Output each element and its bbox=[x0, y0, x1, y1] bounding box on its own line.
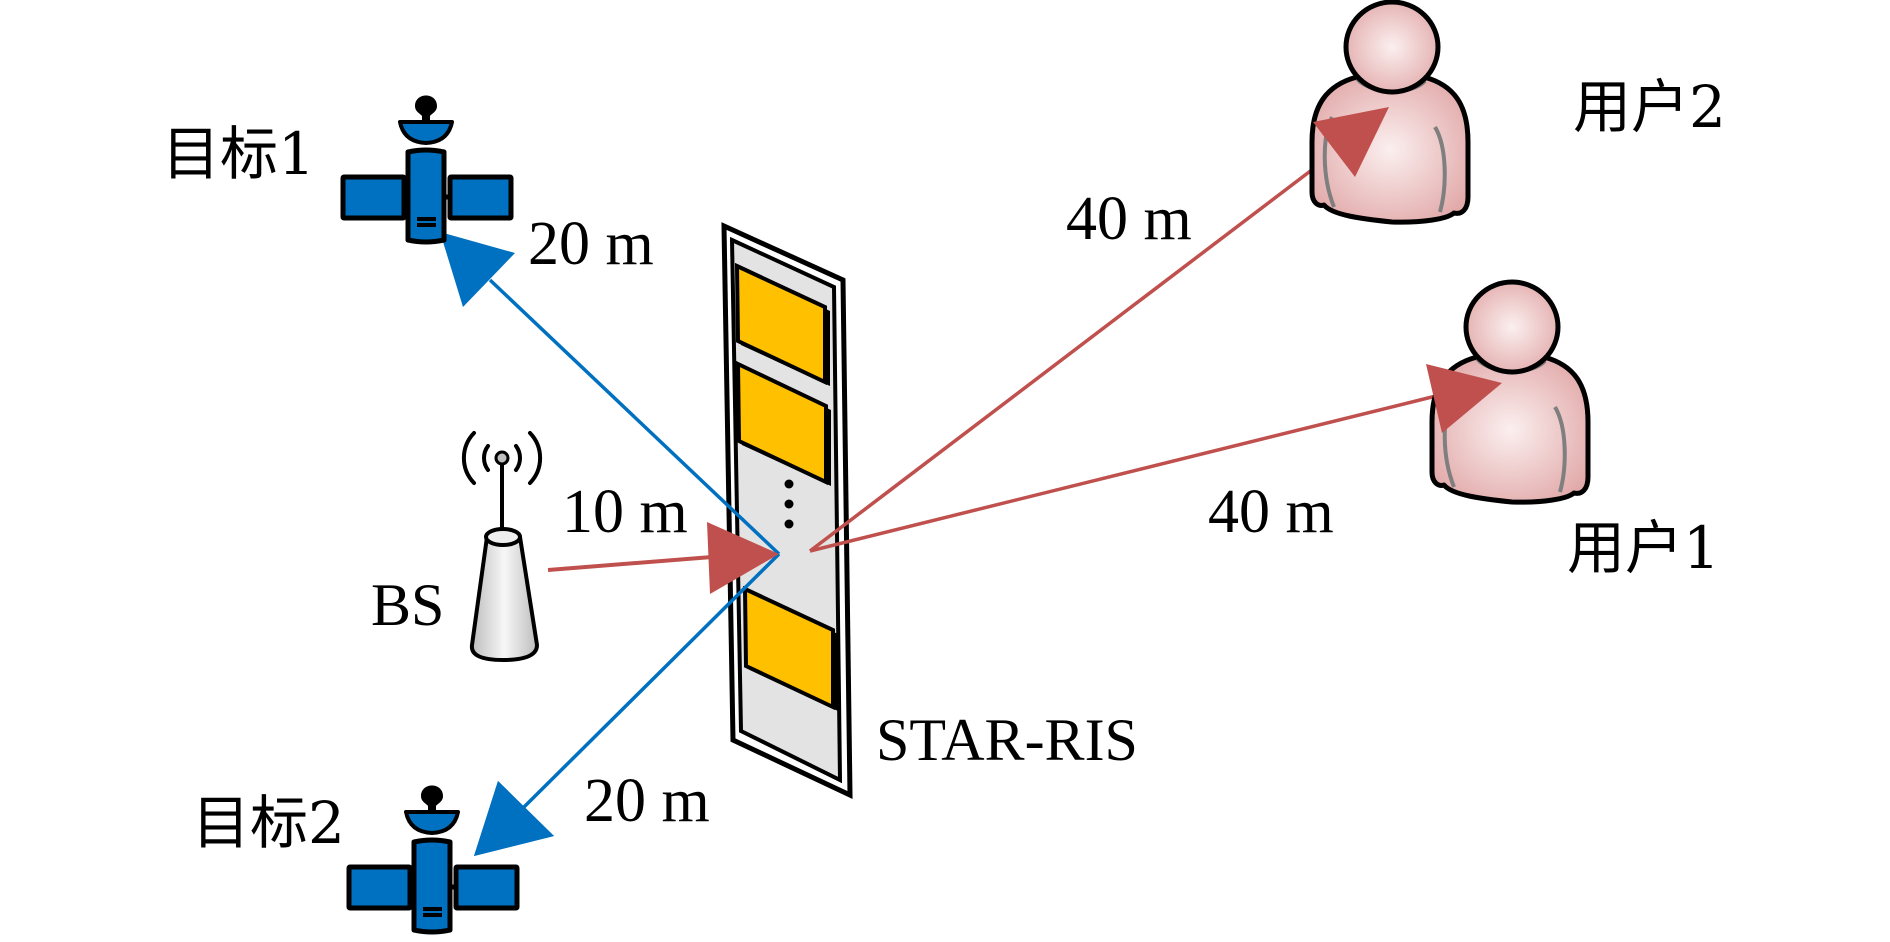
distance-label-user1: 40 m bbox=[1208, 478, 1334, 546]
user2-icon bbox=[1312, 2, 1468, 222]
star-ris-panel bbox=[721, 222, 853, 799]
star-ris-label: STAR-RIS bbox=[876, 707, 1138, 773]
ris-element-2 bbox=[735, 360, 831, 486]
distance-label-target1: 20 m bbox=[528, 210, 654, 278]
distance-label-bs: 10 m bbox=[562, 478, 688, 546]
target2-arrowhead bbox=[474, 781, 554, 856]
user1-label: 用户1 bbox=[1567, 514, 1720, 582]
distance-label-target2: 20 m bbox=[584, 767, 710, 835]
target1-label: 目标1 bbox=[162, 120, 315, 188]
user1-arrowhead bbox=[1426, 364, 1502, 433]
arrowhead bbox=[707, 522, 779, 594]
link-ris-to-target1 bbox=[440, 232, 781, 556]
ris-element-1 bbox=[734, 262, 830, 386]
target1-satellite-icon bbox=[343, 96, 511, 243]
arrowhead bbox=[440, 232, 515, 307]
ris-ellipsis bbox=[784, 479, 794, 529]
bs-label: BS bbox=[371, 572, 444, 638]
user2-label: 用户2 bbox=[1573, 73, 1726, 141]
ris-element-3 bbox=[742, 585, 838, 711]
target2-label: 目标2 bbox=[192, 789, 345, 857]
base-station-icon bbox=[461, 431, 543, 662]
distance-label-user2: 40 m bbox=[1066, 185, 1192, 253]
link-ris-to-user1 bbox=[809, 393, 1441, 553]
link-ris-to-user2 bbox=[808, 145, 1344, 553]
user2-arrowhead bbox=[1313, 107, 1389, 177]
link-bs-to-ris bbox=[547, 522, 779, 594]
